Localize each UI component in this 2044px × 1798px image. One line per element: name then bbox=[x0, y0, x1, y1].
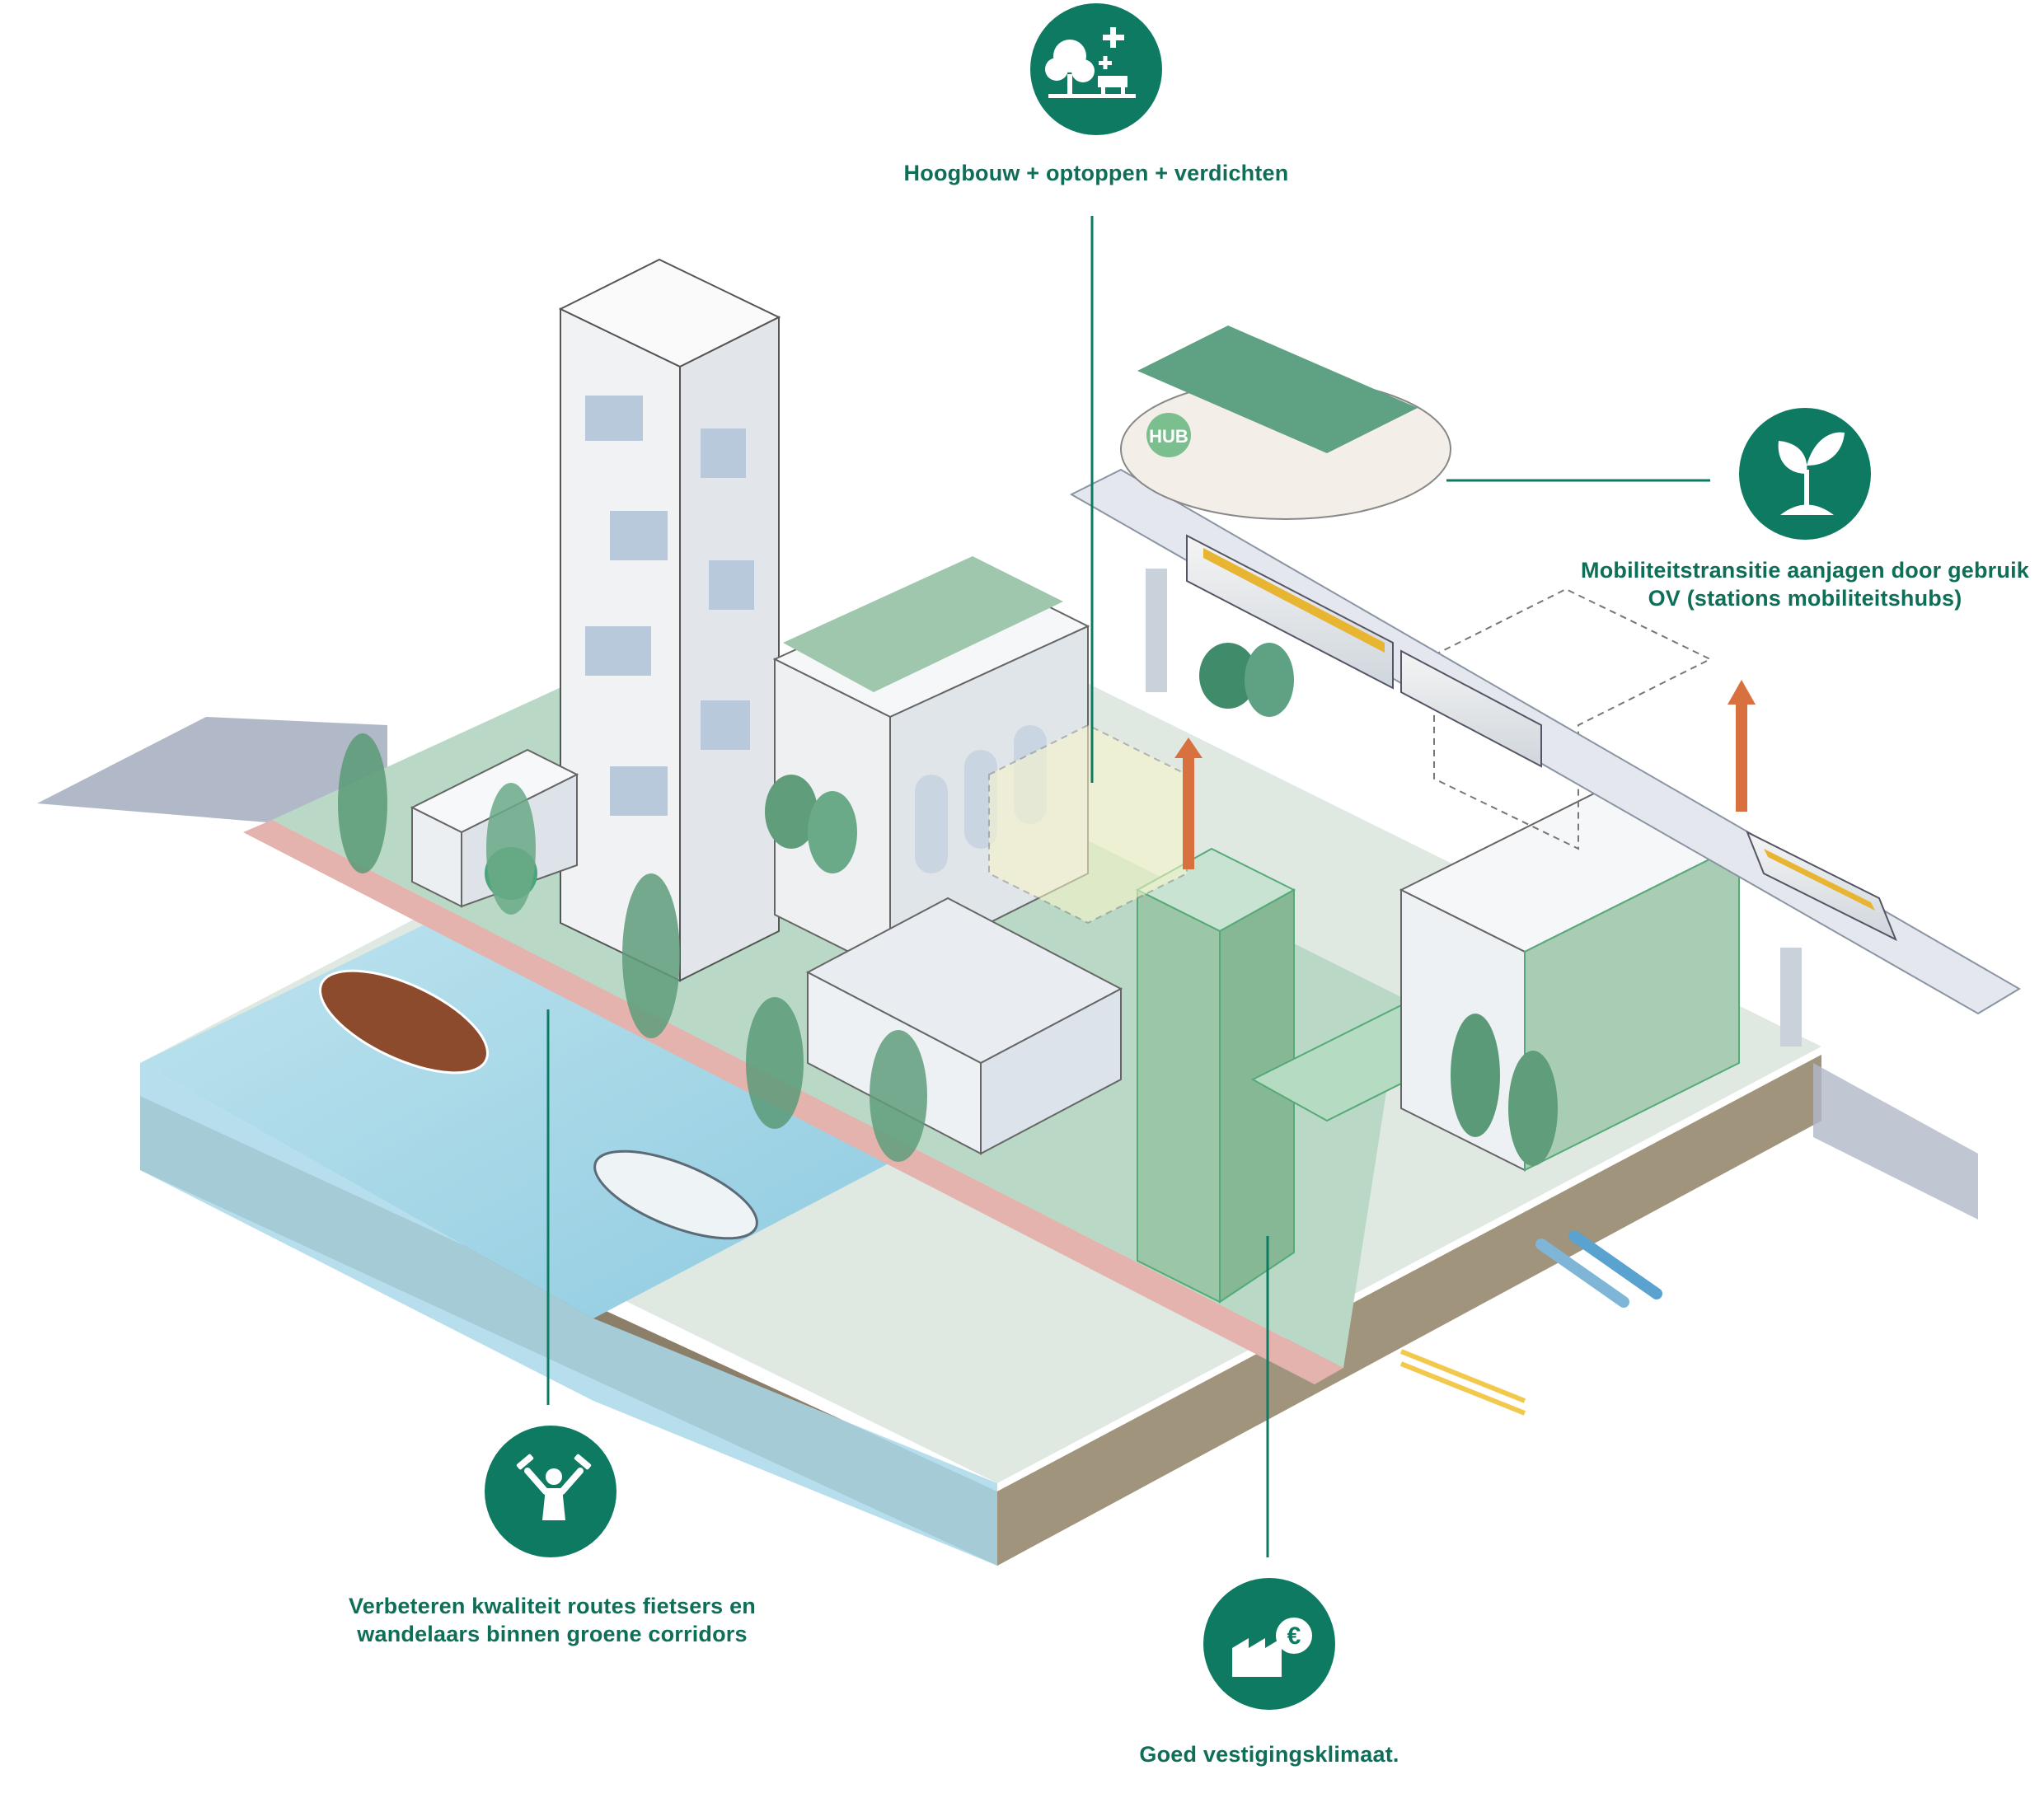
rail-pillar bbox=[1146, 569, 1167, 692]
growth-arrow-2 bbox=[1728, 680, 1756, 812]
utility-pipes bbox=[1399, 1230, 1662, 1416]
callout-routes-label: Verbeteren kwaliteit routes fietsers en … bbox=[313, 1592, 791, 1648]
callout-mobility-line-2: OV (stations mobiliteitshubs) bbox=[1648, 586, 1962, 611]
hub-sign bbox=[1146, 413, 1191, 457]
factory-euro-icon: € bbox=[1203, 1578, 1335, 1710]
callout-mobility-label: Mobiliteitstransitie aanjagen door gebru… bbox=[1558, 556, 2044, 612]
callout-densify-label: Hoogbouw + optoppen + verdichten bbox=[865, 159, 1327, 187]
callout-routes-line-2: wandelaars binnen groene corridors bbox=[357, 1622, 748, 1646]
soil-slab-side bbox=[997, 1055, 1821, 1566]
optop-box bbox=[988, 723, 1188, 925]
fitness-person-icon bbox=[485, 1426, 616, 1557]
growth-arrow-1 bbox=[1174, 737, 1202, 869]
callout-mobility-line-1: Mobiliteitstransitie aanjagen door gebru… bbox=[1581, 558, 2029, 583]
boats bbox=[319, 969, 758, 1240]
shadow-right bbox=[1813, 1063, 1978, 1220]
leader-lines bbox=[546, 216, 1710, 1557]
trees bbox=[338, 643, 1558, 1166]
canal-water-front bbox=[140, 1063, 997, 1566]
svg-text:€: € bbox=[1287, 1622, 1301, 1650]
rail-pillar-2 bbox=[1780, 948, 1802, 1046]
callout-densify-line-1: Hoogbouw + optoppen + verdichten bbox=[903, 161, 1289, 185]
callout-routes-line-1: Verbeteren kwaliteit routes fietsers en bbox=[349, 1594, 756, 1618]
callout-business-line-1: Goed vestigingsklimaat. bbox=[1139, 1742, 1399, 1767]
tree-bench-plus-icon bbox=[1030, 3, 1162, 135]
tall-tower bbox=[558, 258, 781, 982]
callout-business-label: Goed vestigingsklimaat. bbox=[1096, 1740, 1442, 1768]
mobility-hub: HUB bbox=[1120, 325, 1451, 520]
sprout-icon bbox=[1739, 408, 1871, 540]
shadow-left bbox=[37, 717, 387, 832]
train bbox=[1186, 534, 1897, 942]
hub-sign-text: HUB bbox=[1149, 426, 1188, 447]
